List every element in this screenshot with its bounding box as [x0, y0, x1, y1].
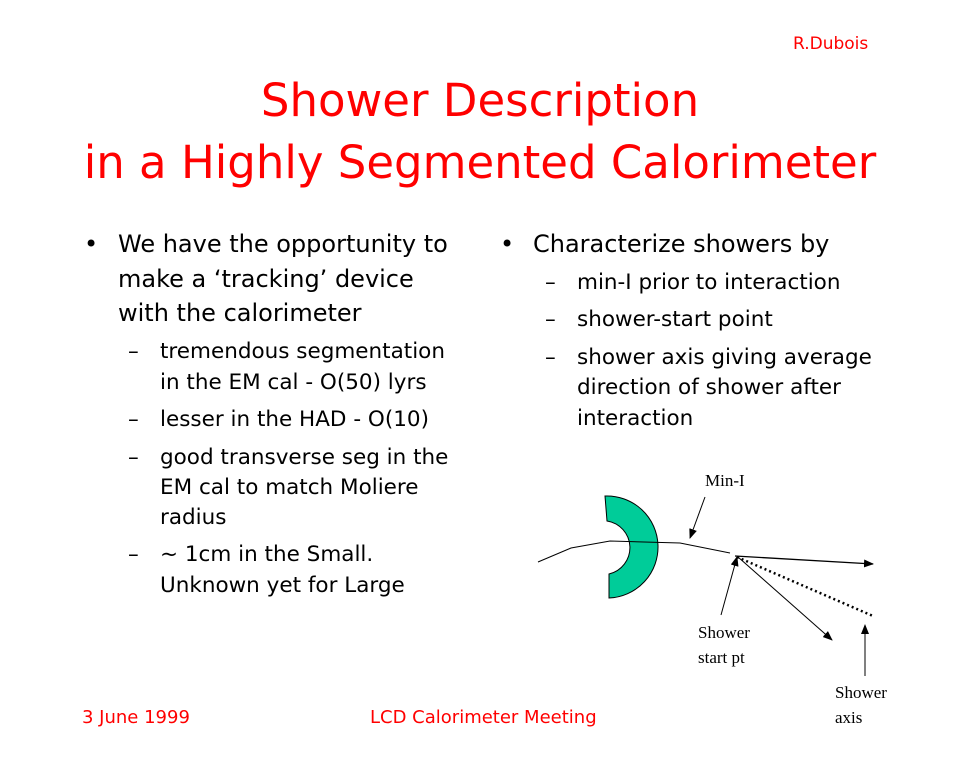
right-sub-line: direction of shower after	[577, 375, 841, 400]
left-bullet-line: We have the opportunity to	[118, 230, 448, 258]
author: R.Dubois	[793, 34, 869, 54]
left-sub-line: tremendous segmentation	[160, 339, 445, 364]
footer-meeting: LCD Calorimeter Meeting	[370, 707, 597, 728]
detector-segment	[604, 495, 659, 599]
dash-icon: –	[128, 339, 139, 364]
left-sub-line: good transverse seg in the	[160, 445, 449, 470]
right-sub-line: min-I prior to interaction	[577, 270, 841, 295]
left-sub-line: radius	[160, 505, 227, 530]
right-bullet-line: Characterize showers by	[533, 230, 830, 258]
right-sub-line: shower axis giving average	[577, 345, 872, 370]
right-sub-line: interaction	[577, 406, 694, 431]
shower-branch-arrow	[737, 556, 833, 641]
title-line-1: Shower Description	[260, 74, 700, 127]
left-sub-line: Unknown yet for Large	[160, 573, 405, 598]
left-bullet-line: with the calorimeter	[118, 299, 362, 327]
start-label: Shower	[698, 623, 750, 642]
min-i-label: Min-I	[705, 471, 745, 490]
title-line-2: in a Highly Segmented Calorimeter	[83, 136, 877, 189]
dash-icon: –	[545, 345, 556, 370]
left-sub-line: in the EM cal - O(50) lyrs	[160, 370, 427, 395]
dash-icon: –	[545, 270, 556, 295]
right-sub-line: shower-start point	[577, 307, 773, 332]
left-sub-line: lesser in the HAD - O(10)	[160, 407, 429, 432]
dash-icon: –	[128, 407, 139, 432]
bullet-icon: •	[84, 230, 99, 258]
footer-date: 3 June 1999	[82, 707, 190, 728]
start-point-arrow	[720, 556, 739, 616]
bullet-icon: •	[500, 230, 515, 258]
axis-label: Shower	[835, 683, 887, 702]
left-bullet-line: make a ‘tracking’ device	[118, 265, 414, 293]
min-i-arrow	[689, 496, 706, 539]
start-label: start pt	[698, 648, 745, 667]
track-line	[537, 540, 731, 563]
dash-icon: –	[128, 445, 139, 470]
axis-label: axis	[835, 708, 863, 727]
dash-icon: –	[128, 542, 139, 567]
left-sub-line: EM cal to match Moliere	[160, 475, 419, 500]
outgoing-track-arrow	[734, 555, 874, 568]
shower-axis-line	[736, 555, 874, 618]
dash-icon: –	[545, 307, 556, 332]
left-sub-line: ~ 1cm in the Small.	[160, 542, 374, 567]
